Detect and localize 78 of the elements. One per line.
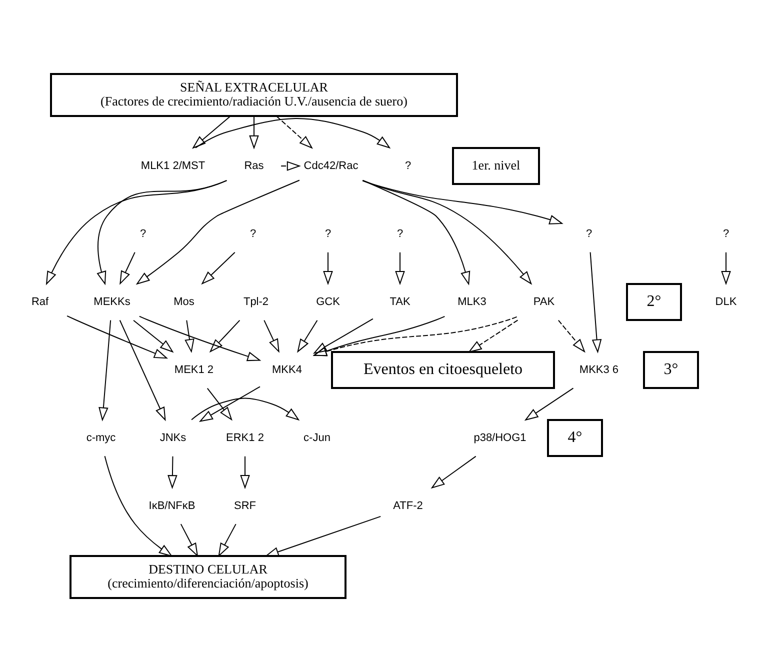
arrow — [45, 180, 227, 285]
arrow — [180, 523, 198, 557]
arrow — [194, 118, 390, 148]
node-box: DESTINO CELULAR (crecimiento/diferenciación/apoptosis) — [69, 554, 346, 598]
node-text: PAK — [532, 295, 554, 308]
arrow — [200, 251, 235, 284]
arrow — [524, 387, 574, 420]
node-text: MKK3 6 — [578, 363, 618, 376]
arrow — [263, 319, 279, 352]
node-text: TAK — [389, 295, 410, 308]
arrow — [322, 251, 332, 285]
arrow — [119, 251, 135, 284]
arrow — [66, 314, 168, 358]
node-text: ? — [585, 227, 592, 240]
node-text: Mos — [173, 295, 194, 308]
node-text: Raf — [30, 295, 48, 308]
arrow — [394, 251, 404, 285]
node-text: MEK1 2 — [174, 363, 214, 376]
arrow — [104, 455, 172, 556]
arrow — [312, 316, 517, 356]
node-text: ? — [139, 227, 146, 240]
arrow — [248, 115, 258, 149]
arrow — [430, 455, 476, 488]
arrow — [264, 515, 381, 556]
node-box: SEÑAL EXTRACELULAR (Factores de crecimiento/radiación U.V./ausencia de suero) — [50, 72, 458, 116]
arrow — [720, 251, 730, 285]
node-text: ATF-2 — [392, 499, 422, 512]
arrow — [167, 455, 177, 489]
node-box: 3° — [642, 350, 698, 388]
node-text: Tpl-2 — [242, 295, 268, 308]
arrow — [589, 251, 602, 353]
node-text: ? — [722, 227, 729, 240]
arrow — [198, 386, 260, 422]
arrow — [312, 318, 373, 354]
node-text: Ras — [244, 159, 264, 172]
node-text: c-myc — [86, 431, 116, 444]
node-text: Cdc42/Rac — [303, 159, 358, 172]
arrow — [557, 319, 585, 352]
node-text: ? — [324, 227, 331, 240]
node-box: Eventos en citoesqueleto — [330, 350, 554, 388]
arrow — [362, 179, 532, 284]
arrow — [96, 179, 227, 285]
arrow — [190, 397, 300, 420]
node-text: c-Jun — [303, 431, 330, 444]
arrow — [240, 455, 250, 489]
node-text: ? — [249, 227, 256, 240]
node-text: JNKs — [159, 431, 186, 444]
arrow — [312, 315, 445, 356]
arrow — [296, 319, 318, 352]
node-text: MEKKs — [93, 295, 130, 308]
arrow — [206, 387, 232, 420]
node-text: ? — [396, 227, 403, 240]
node-text: IκB/NFκB — [148, 499, 195, 512]
arrow — [208, 319, 240, 352]
node-text: MLK1 2/MST — [140, 159, 205, 172]
node-text: ? — [404, 159, 411, 172]
node-text: ERK1 2 — [226, 431, 264, 444]
arrow — [362, 180, 563, 224]
node-text: MLK3 — [457, 295, 486, 308]
arrow — [218, 523, 236, 557]
arrow — [276, 115, 312, 148]
node-text: DLK — [714, 295, 736, 308]
arrow — [135, 179, 300, 284]
arrow — [98, 319, 111, 421]
arrow — [132, 319, 174, 352]
arrow — [467, 319, 518, 352]
node-box: 2° — [626, 282, 682, 320]
node-text: p38/HOG1 — [473, 431, 526, 444]
arrow — [184, 319, 194, 353]
node-box: 1er. nivel — [452, 146, 540, 184]
arrow — [280, 160, 300, 170]
arrow — [118, 319, 166, 421]
node-text: GCK — [316, 295, 340, 308]
arrow — [191, 115, 230, 148]
arrow — [138, 315, 261, 361]
node-text: MKK4 — [272, 363, 302, 376]
node-text: SRF — [234, 499, 256, 512]
node-box: 4° — [546, 418, 602, 456]
